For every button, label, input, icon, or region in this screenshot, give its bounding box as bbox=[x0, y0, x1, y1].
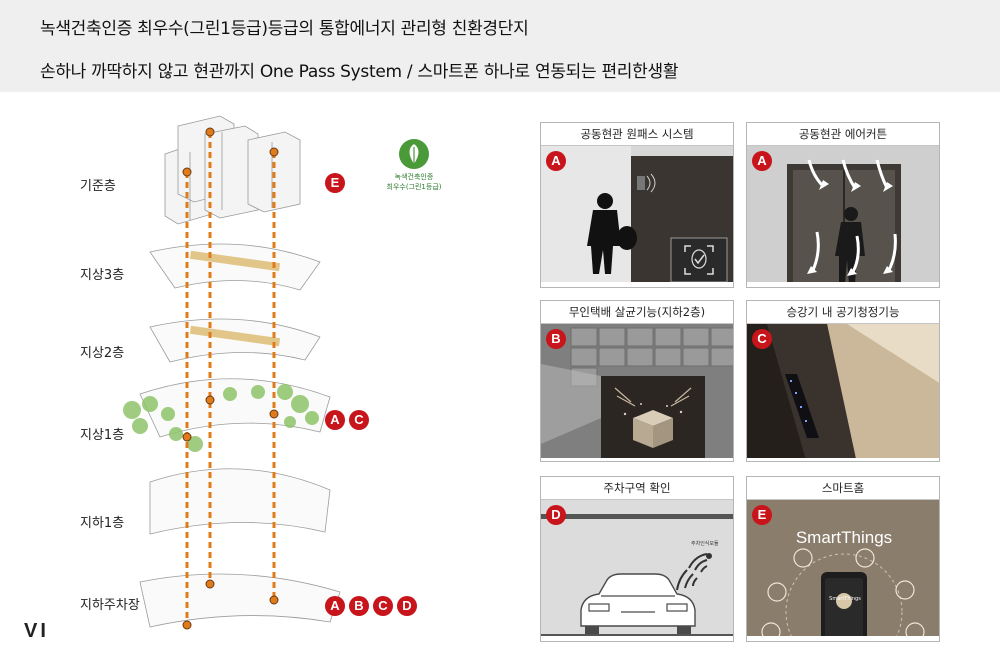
air-curtain-arrows-icon bbox=[807, 159, 897, 276]
badge-b: B bbox=[546, 329, 566, 349]
face-recognition-icon bbox=[684, 245, 714, 275]
parcel-box-icon bbox=[614, 387, 692, 448]
floor-label-1f: 지상1층 bbox=[80, 428, 125, 443]
panel-parcel-sterilization: 무인택배 살균기능(지하2층) B bbox=[540, 300, 734, 462]
phone-app-label: SmartThings bbox=[829, 596, 861, 602]
panel-onepass: 공동현관 원패스 시스템 A bbox=[540, 122, 734, 288]
floor-label-2f: 지상2층 bbox=[80, 346, 125, 361]
panel-title: 주차구역 확인 bbox=[541, 477, 733, 500]
connection-nodes bbox=[182, 127, 279, 630]
panel-title: 공동현관 원패스 시스템 bbox=[541, 123, 733, 146]
leaf-logo-icon bbox=[399, 139, 429, 169]
badge-c: C bbox=[752, 329, 772, 349]
panel-air-curtain: 공동현관 에어커튼 A bbox=[746, 122, 940, 288]
brand-logo: VI bbox=[24, 620, 49, 642]
badge-e: E bbox=[325, 173, 345, 193]
floor-label-3f: 지상3층 bbox=[80, 268, 125, 283]
parking-signal-icon bbox=[676, 553, 712, 591]
badge-e: E bbox=[752, 505, 772, 525]
parking-illustration bbox=[541, 500, 733, 636]
badge-d: D bbox=[397, 596, 417, 616]
panel-title: 무인택배 살균기능(지하2층) bbox=[541, 301, 733, 324]
headline-2: 손하나 까딱하지 않고 현관까지 One Pass System / 스마트폰 … bbox=[40, 62, 679, 82]
badge-b: B bbox=[349, 596, 369, 616]
parking-sensor-label: 주차인식모듈 bbox=[691, 541, 719, 547]
building-section-diagram: 기준층 지상3층 지상2층 지상1층 지하1층 지하주차장 E A C A B … bbox=[0, 92, 520, 650]
panel-title: 승강기 내 공기청정기능 bbox=[747, 301, 939, 324]
smartthings-logo: SmartThings bbox=[795, 528, 893, 547]
panel-parking-check: 주차구역 확인 주차인식모듈 D bbox=[540, 476, 734, 642]
badge-c: C bbox=[373, 596, 393, 616]
floor-label-typical: 기준층 bbox=[80, 179, 116, 194]
badge-c: C bbox=[349, 410, 369, 430]
tower-blocks bbox=[164, 115, 301, 225]
smart-home-illustration bbox=[747, 500, 939, 636]
headline-1: 녹색건축인증 최우수(그린1등급)등급의 통합에너지 관리형 친환경단지 bbox=[40, 19, 529, 39]
vertical-connection-lines bbox=[185, 132, 276, 625]
panel-title: 공동현관 에어커튼 bbox=[747, 123, 939, 146]
corridor-highlights bbox=[189, 250, 281, 347]
badge-d: D bbox=[546, 505, 566, 525]
badge-a: A bbox=[325, 596, 345, 616]
floor-label-parking: 지하주차장 bbox=[80, 598, 140, 613]
elevator-display-icon bbox=[785, 374, 819, 438]
floor-label-b1: 지하1층 bbox=[80, 516, 125, 531]
badge-a: A bbox=[325, 410, 345, 430]
panel-smart-home: 스마트홈 SmartThings SmartThings E bbox=[746, 476, 940, 642]
exploded-floor-illustration bbox=[123, 115, 341, 630]
air-curtain-illustration bbox=[747, 146, 939, 282]
landscape-greenery bbox=[123, 384, 319, 452]
badge-a: A bbox=[546, 151, 566, 171]
badge-a: A bbox=[752, 151, 772, 171]
panel-title: 스마트홈 bbox=[747, 477, 939, 500]
header-banner: 녹색건축인증 최우수(그린1등급)등급의 통합에너지 관리형 친환경단지 손하나… bbox=[0, 0, 1000, 92]
certification-label: 녹색건축인증 최우수(그린1등급) bbox=[386, 173, 442, 191]
elevator-illustration bbox=[747, 324, 939, 458]
panel-elevator-air: 승강기 내 공기청정기능 C bbox=[746, 300, 940, 462]
